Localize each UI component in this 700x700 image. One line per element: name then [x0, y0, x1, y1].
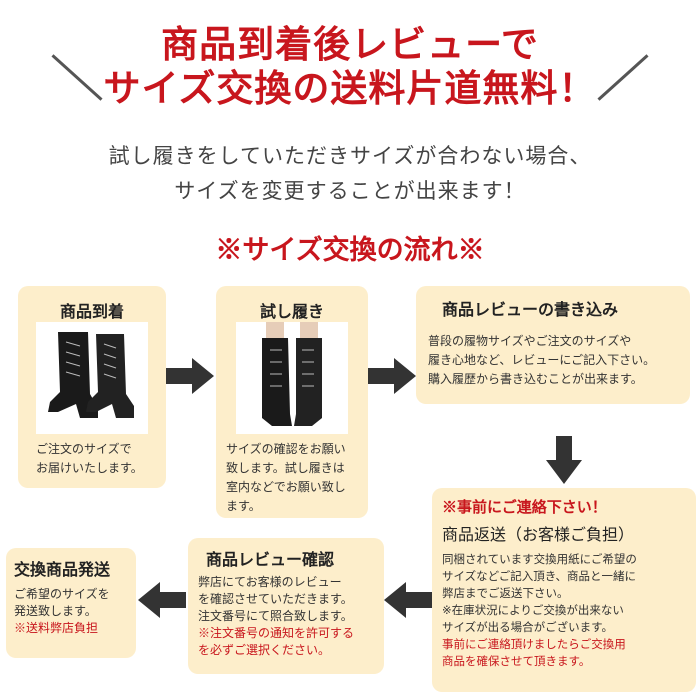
boot-icon — [262, 322, 322, 426]
arrow-down-icon — [546, 436, 582, 484]
intro-line-1: 試し履きをしていただきサイズが合わない場合、 — [108, 144, 592, 168]
step-text-ship: ご希望のサイズを 発送致します。 — [14, 587, 110, 618]
step-title-review: 商品レビューの書き込み — [442, 300, 619, 319]
flow-heading: ※サイズ交換の流れ※ — [215, 235, 485, 266]
arrow-left-icon — [384, 582, 432, 618]
step-text-try-on: サイズの確認をお願い 致します。試し履きは 室内などでお願い致し ます。 — [226, 442, 346, 513]
step-text-arrival: ご注文のサイズで お届けいたします。 — [36, 442, 143, 475]
boots-photo-try-on — [236, 322, 348, 434]
arrow-left-icon — [138, 582, 186, 618]
step-text-confirm: 弊店にてお客様のレビュー を確認させていただきます。 注文番号にて照合致します。 — [198, 575, 353, 623]
intro-line-2: サイズを変更することが出来ます！ — [174, 179, 526, 203]
step-card-return: ※事前にご連絡下さい！ 商品返送（お客様ご負担） 同梱されています交換用紙にご希… — [432, 488, 696, 692]
step-title-arrival: 商品到着 — [59, 302, 124, 321]
step-text-return: 同梱されています交換用紙にご希望の サイズなどご記入頂き、商品と一緒に 弊店まで… — [442, 552, 637, 634]
step-text-review: 普段の履物サイズやご注文のサイズや 履き心地など、レビューにご記入下さい。 購入… — [428, 334, 656, 386]
arrow-right-icon — [166, 358, 214, 394]
headline-line-2: サイズ交換の送料片道無料！ — [103, 66, 597, 110]
step-title-ship: 交換商品発送 — [14, 560, 111, 579]
step-card-try-on: 試し履き サイズの確認をお願い 致します。試し履きは 室内などでお願い致し ます… — [216, 286, 368, 518]
step-card-confirm: 商品レビュー確認 弊店にてお客様のレビュー を確認させていただきます。 注文番号… — [188, 538, 384, 674]
step-title-return: 商品返送（お客様ご負担） — [442, 525, 635, 544]
step-card-arrival: 商品到着 ご注文のサイズで お届けいたします。 — [18, 286, 166, 488]
step-text-red-confirm: ※注文番号の通知を許可する を必ずご選択ください。 — [198, 626, 355, 657]
step-text-red-ship: ※送料弊店負担 — [14, 621, 99, 635]
headline-line-1: 商品到着後レビューで — [161, 22, 539, 66]
step-title-confirm: 商品レビュー確認 — [206, 550, 335, 569]
step-notice-return: ※事前にご連絡下さい！ — [442, 498, 607, 516]
step-card-review: 商品レビューの書き込み 普段の履物サイズやご注文のサイズや 履き心地など、レビュ… — [416, 286, 690, 404]
arrow-right-icon — [368, 358, 416, 394]
step-card-ship: 交換商品発送 ご希望のサイズを 発送致します。 ※送料弊店負担 — [6, 548, 136, 658]
boot-icon — [48, 332, 134, 418]
step-text-red-return: 事前にご連絡頂けましたらご交換用 商品を確保させて頂きます。 — [442, 637, 626, 668]
boots-photo-arrival — [36, 322, 148, 434]
step-title-try-on: 試し履き — [259, 302, 324, 321]
